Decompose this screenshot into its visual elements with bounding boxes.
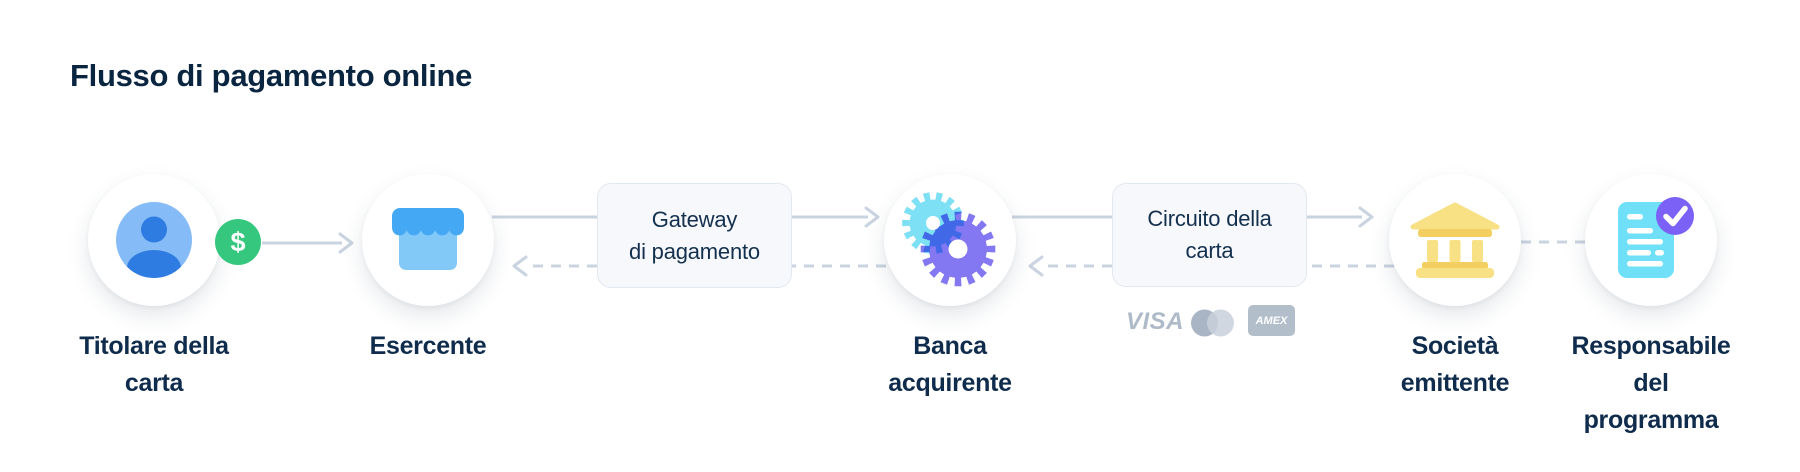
dollar-badge: $	[215, 219, 261, 265]
node-acquirer	[884, 174, 1016, 306]
document-check-icon	[1618, 197, 1694, 278]
mastercard-circles-icon	[1191, 309, 1234, 337]
node-cardholder	[88, 174, 220, 306]
node-label-program-manager: Responsabile del programma	[1571, 332, 1731, 434]
gateway-box: Gateway di pagamento	[597, 183, 792, 288]
node-merchant	[362, 174, 494, 306]
amex-logo-text: AMEX	[1255, 314, 1288, 327]
node-program-manager	[1585, 174, 1717, 306]
dollar-sign: $	[230, 226, 246, 257]
gears-icon	[902, 192, 996, 287]
amex-logo: AMEX	[1248, 305, 1295, 336]
storefront-icon	[392, 208, 464, 270]
diagram-title: Flusso di pagamento online	[70, 58, 473, 93]
node-label-merchant: Esercente	[369, 332, 487, 360]
person-icon	[116, 202, 192, 278]
visa-logo: VISA	[1126, 308, 1185, 335]
gateway-box-label: Gateway di pagamento	[629, 206, 760, 264]
card-network-box-label: Circuito della carta	[1147, 206, 1272, 263]
node-issuer	[1389, 174, 1521, 306]
node-label-acquirer: Banca acquirente	[888, 332, 1012, 397]
card-network-box: Circuito della carta	[1112, 183, 1307, 287]
node-label-cardholder: Titolare della carta	[79, 332, 229, 397]
node-label-issuer: Società emittente	[1400, 332, 1510, 397]
bank-icon	[1410, 202, 1500, 278]
